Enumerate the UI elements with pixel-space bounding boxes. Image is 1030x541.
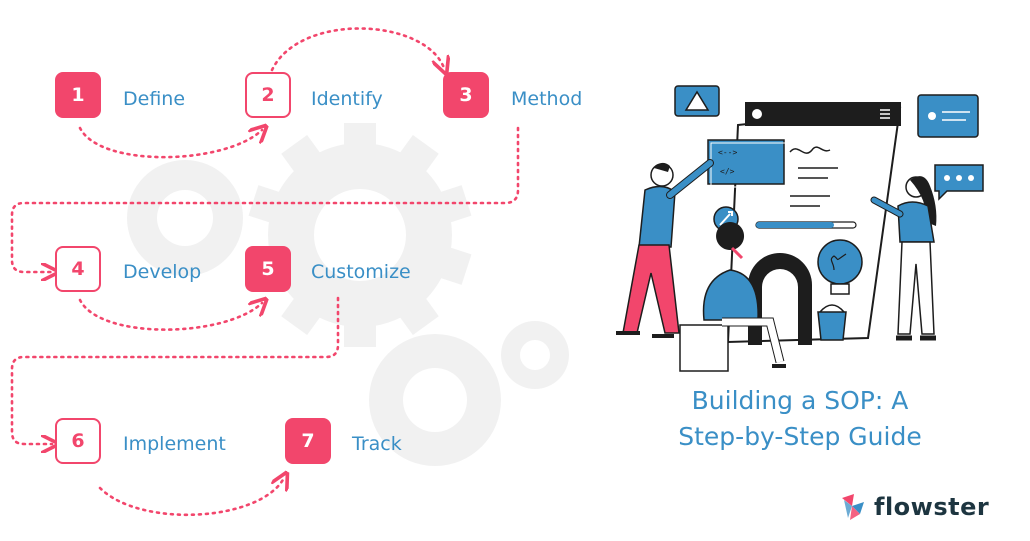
page-title: Building a SOP: A Step-by-Step Guide — [620, 383, 980, 455]
step-5-box: 5 — [245, 246, 291, 292]
gear-tooth — [281, 291, 325, 336]
gear-tooth — [433, 245, 472, 285]
gear-tooth — [248, 185, 287, 225]
gear-tooth — [281, 134, 325, 179]
man-figure — [616, 159, 714, 338]
gear-icon-medium-bottom — [369, 334, 501, 466]
title-line-1: Building a SOP: A — [691, 386, 909, 415]
warning-card-icon — [674, 85, 720, 117]
step-5-label: Customize — [311, 261, 411, 283]
arrow-6-to-7 — [98, 478, 284, 517]
step-4-box: 4 — [55, 246, 101, 292]
step-6-label: Implement — [123, 433, 226, 455]
arrow-1-to-2 — [78, 128, 262, 159]
flowster-logo: flowster — [838, 492, 989, 522]
code-window: <--> </> — [707, 139, 788, 188]
gear-tooth — [344, 123, 376, 153]
step-4-label: Develop — [123, 261, 202, 283]
gear-tooth — [395, 134, 439, 179]
arrow-2-to-3 — [270, 27, 444, 70]
step-1-box: 1 — [55, 72, 101, 118]
lightbulb-icon — [817, 239, 863, 295]
gear-icon-small — [501, 321, 569, 389]
code-line-2: </> — [720, 167, 735, 176]
step-3-label: Method — [511, 88, 583, 110]
step-3-box: 3 — [443, 72, 489, 118]
arrow-5-to-6 — [10, 296, 340, 444]
arch-shape — [748, 253, 812, 345]
arrow-4-to-5 — [78, 300, 262, 331]
seated-woman-figure — [679, 222, 786, 372]
gear-icon-large — [248, 123, 472, 347]
step-7-box: 7 — [285, 418, 331, 464]
chat-bubble-icon — [934, 164, 984, 201]
pointing-woman-figure — [870, 176, 937, 341]
flowster-logo-icon — [842, 494, 864, 520]
step-2-box: 2 — [245, 72, 291, 118]
arrow-3-to-4 — [10, 126, 520, 272]
code-line-1: <--> — [718, 148, 737, 157]
gear-tooth — [395, 291, 439, 336]
step-7-label: Track — [352, 433, 402, 455]
paint-bucket-icon — [817, 304, 847, 341]
brand-name: flowster — [874, 493, 990, 521]
gear-tooth — [344, 317, 376, 347]
step-2-label: Identify — [311, 88, 383, 110]
gear-tooth — [433, 185, 472, 225]
title-line-2: Step-by-Step Guide — [678, 422, 922, 451]
step-1-label: Define — [123, 88, 186, 110]
step-6-box: 6 — [55, 418, 101, 464]
gear-icon-medium-left — [127, 160, 243, 276]
profile-card-icon — [917, 94, 979, 138]
